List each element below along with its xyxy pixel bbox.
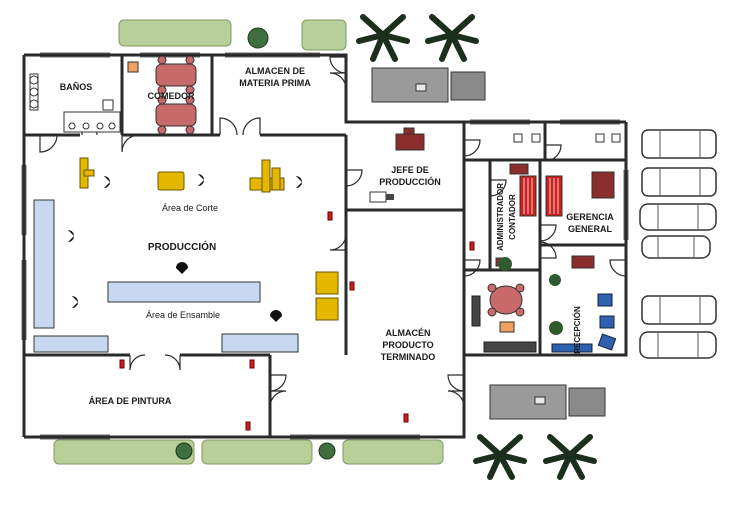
dining-table — [155, 63, 197, 87]
gerencia-furniture — [545, 171, 615, 269]
sink-icon — [82, 122, 90, 130]
room-label-admin-2: CONTADOR — [508, 194, 517, 240]
car-icon — [641, 235, 711, 259]
room-label-produccion: PRODUCCIÓN — [148, 240, 216, 253]
car-icon — [639, 331, 717, 359]
hedge — [201, 439, 313, 465]
extinguisher-icon — [249, 359, 255, 369]
hedge — [342, 439, 444, 465]
car-icon — [639, 203, 717, 231]
fire-extinguishers — [119, 211, 475, 431]
worker-icon — [198, 174, 204, 186]
room-label-gerencia-2: GENERAL — [568, 224, 613, 234]
top-hedges — [53, 19, 444, 465]
sink-icon — [68, 122, 76, 130]
shrub-icon — [247, 27, 269, 49]
office-bathrooms — [513, 133, 621, 143]
bench-ensamble — [107, 281, 261, 303]
plant-icon — [549, 274, 561, 286]
admin-furniture — [495, 163, 537, 267]
car-icon — [641, 129, 717, 159]
shrub-icon — [175, 442, 193, 460]
bench-bottom-right — [221, 333, 299, 353]
car-icon — [641, 295, 717, 325]
palm-tree-icon — [543, 434, 597, 480]
area-label-ensamble: Área de Ensamble — [146, 310, 220, 320]
room-label-almacen-pt-1: ALMACÉN — [386, 328, 431, 338]
workers — [68, 174, 302, 322]
bathroom-fixtures — [29, 73, 121, 133]
indoor-plants — [498, 257, 563, 335]
worker-icon — [270, 310, 282, 322]
room-label-gerencia-1: GERENCIA — [566, 212, 614, 222]
room-label-almacen-mp-2: MATERIA PRIMA — [239, 78, 311, 88]
palm-tree-icon — [356, 14, 410, 62]
room-label-admin-1: ADMINISTRADOR — [496, 183, 505, 251]
dining-table — [155, 103, 197, 127]
room-label-jefe-2: PRODUCCIÓN — [379, 176, 441, 187]
cutting-machines — [79, 157, 285, 193]
machine-icon — [157, 171, 185, 191]
plant-icon — [498, 257, 512, 271]
car-windows — [657, 131, 701, 357]
extinguisher-icon — [327, 211, 333, 221]
extinguisher-icon — [349, 281, 355, 291]
work-benches — [33, 199, 299, 353]
hedge — [301, 19, 347, 51]
bench-bottom-left — [33, 335, 109, 353]
meeting-table — [489, 285, 523, 315]
room-label-banos: BAÑOS — [60, 82, 93, 92]
sink-icon — [96, 122, 104, 130]
extinguisher-icon — [245, 421, 251, 431]
palm-tree-icon — [473, 434, 527, 480]
worker-icon — [72, 296, 78, 308]
walls — [22, 53, 628, 439]
worker-icon — [68, 230, 74, 242]
room-label-jefe-1: JEFE DE — [391, 165, 429, 175]
extinguisher-icon — [469, 241, 475, 251]
hedge — [53, 439, 195, 465]
palm-tree-icon — [425, 14, 479, 62]
toilet-icon — [29, 87, 39, 97]
toilet-icon — [29, 75, 39, 85]
toilet-icon — [29, 99, 39, 109]
worker-icon — [176, 262, 188, 274]
room-label-almacen-pt-3: TERMINADO — [381, 352, 436, 362]
room-label-recepcion: RECEPCIÓN — [573, 306, 582, 354]
shrubs — [175, 27, 336, 460]
plant-icon — [549, 321, 563, 335]
sink-icon — [108, 122, 116, 130]
bench-left — [33, 199, 55, 329]
room-label-comedor: COMEDOR — [148, 91, 196, 101]
hedge — [118, 19, 232, 47]
windows — [21, 52, 629, 440]
palm-trees — [356, 14, 597, 480]
room-label-almacen-mp-1: ALMACEN DE — [245, 66, 305, 76]
worker-icon — [104, 176, 110, 188]
truck-top — [371, 67, 486, 103]
area-label-corte: Área de Corte — [162, 203, 218, 213]
jefe-desk — [369, 127, 425, 203]
car-icon — [641, 167, 717, 197]
parking-cars — [639, 129, 717, 359]
dining-furniture — [127, 55, 197, 135]
extinguisher-icon — [403, 413, 409, 423]
room-label-pintura: ÁREA DE PINTURA — [89, 396, 172, 406]
storage-bins — [315, 271, 339, 321]
shrub-icon — [318, 442, 336, 460]
extinguisher-icon — [119, 359, 125, 369]
room-label-almacen-pt-2: PRODUCTO — [382, 340, 433, 350]
worker-icon — [296, 176, 302, 188]
doors — [39, 56, 627, 408]
reception-furniture — [551, 293, 617, 353]
truck-bottom — [489, 384, 606, 420]
meeting-furniture — [471, 283, 537, 353]
